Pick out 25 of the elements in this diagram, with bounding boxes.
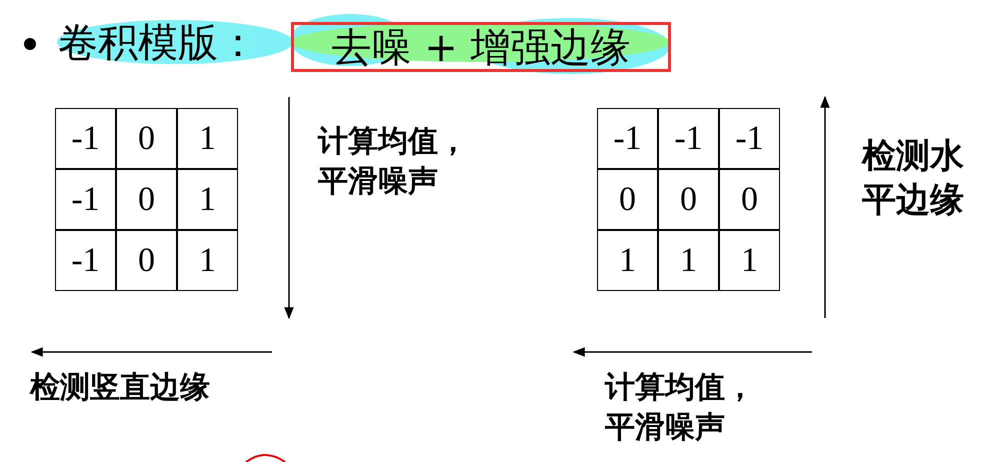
matrix-cell: -1 (658, 108, 719, 169)
matrix-cell: 0 (597, 169, 658, 230)
matrix-cell: 1 (177, 230, 238, 291)
matrix-cell: 0 (658, 169, 719, 230)
matrix-cell: -1 (55, 108, 116, 169)
matrix-cell: 1 (177, 108, 238, 169)
note-text: 检测水平边缘 (862, 135, 965, 222)
note-text: 计算均值，平滑噪声 (605, 369, 756, 447)
matrix-cell: 1 (658, 230, 719, 291)
matrix-cell: 1 (719, 230, 780, 291)
highlight-text: 去噪 + 增强边缘 (332, 24, 630, 72)
matrix-cell: 1 (597, 230, 658, 291)
matrix-cell: 0 (116, 230, 177, 291)
note-text: 计算均值，平滑噪声 (318, 123, 469, 201)
matrix-cell: 0 (116, 169, 177, 230)
matrix-cell: -1 (719, 108, 780, 169)
matrix-cell: 0 (116, 108, 177, 169)
matrix-cell: -1 (55, 169, 116, 230)
matrix-cell: -1 (55, 230, 116, 291)
note-text: 检测竖直边缘 (30, 369, 211, 407)
matrix-cell: 1 (177, 169, 238, 230)
highlight-box (291, 22, 671, 72)
title: 卷积模版： (58, 19, 258, 68)
matrix-cell: 0 (719, 169, 780, 230)
matrix-cell: -1 (597, 108, 658, 169)
